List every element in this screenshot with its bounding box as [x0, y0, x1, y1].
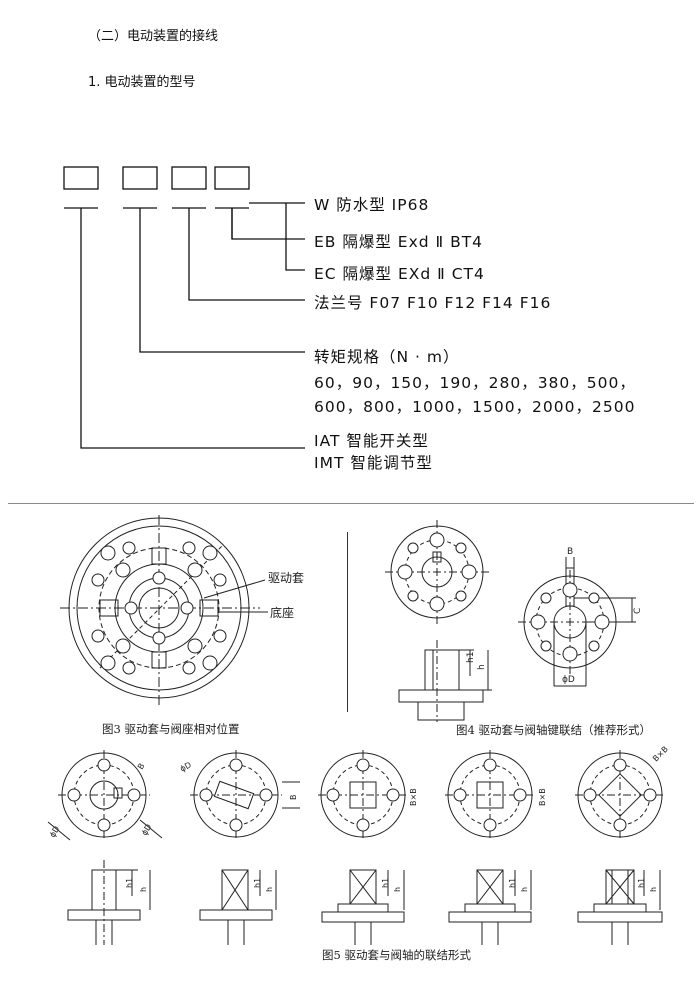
fig5-dim-phid-1: ϕD: [48, 825, 62, 839]
fig5-dim-h1-3: h1: [381, 878, 390, 888]
fig5-dim-bxb-3: B×B: [651, 745, 670, 764]
fig5-dim-b-1: B: [136, 762, 147, 771]
subsection-title: 1. 电动装置的型号: [88, 75, 196, 90]
fig4-dim-b: B: [567, 547, 573, 557]
fig5-dim-h1-2: h1: [253, 878, 262, 888]
option-imt: IMT 智能调节型: [314, 454, 433, 472]
fig3-callout-drive-sleeve: 驱动套: [268, 571, 304, 585]
option-flange: 法兰号 F07 F10 F12 F14 F16: [314, 294, 552, 312]
fig3-caption: 图3 驱动套与阀座相对位置: [102, 722, 240, 736]
fig4-dim-h1: h1: [466, 652, 476, 663]
fig5-dim-h-4: h: [520, 887, 529, 892]
code-box-2: [122, 166, 158, 190]
fig5-dim-b-2: B: [289, 795, 298, 801]
fig5-caption: 图5 驱动套与阀轴的联结形式: [322, 948, 471, 962]
fig5-dim-h1-4: h1: [508, 878, 517, 888]
option-ec: EC 隔爆型 EXd Ⅱ CT4: [314, 265, 485, 283]
fig5-drawing: B ϕD ϕD ϕD B B×B B×B B×B h1 h h1 h h1 h …: [47, 745, 670, 945]
fig4-dim-c: C: [633, 608, 643, 614]
fig5-dim-phid-3: ϕD: [179, 760, 193, 774]
code-box-1: [63, 166, 99, 190]
option-iat: IAT 智能开关型: [314, 432, 429, 450]
option-torque: 转矩规格（N · m）: [314, 348, 460, 366]
torque-values-line1: 60，90，150，190，280，380，500，: [314, 374, 636, 392]
fig5-dim-bxb-1: B×B: [409, 788, 418, 806]
torque-values-line2: 600，800，1000，1500，2000，2500: [314, 398, 636, 416]
fig5-dim-h-5: h: [649, 887, 658, 892]
section-divider: [8, 503, 694, 504]
section-title: （二）电动装置的接线: [88, 29, 219, 44]
fig3-drawing: 驱动套 底座: [60, 515, 304, 705]
fig5-dim-bxb-2: B×B: [538, 788, 547, 806]
code-box-4: [214, 166, 250, 190]
fig4-dim-phid: ϕD: [562, 675, 575, 685]
fig5-dim-phid-2: ϕD: [140, 823, 154, 837]
figure-divider: [347, 532, 348, 712]
code-box-3: [171, 166, 207, 190]
fig4-caption: 图4 驱动套与阀轴键联结（推荐形式）: [456, 723, 651, 737]
model-code-diagram: [63, 166, 305, 449]
fig5-dim-h1-1: h1: [125, 878, 134, 888]
fig5-dim-h-1: h: [139, 887, 148, 892]
fig4-dim-h: h: [477, 664, 487, 670]
fig5-dim-h1-5: h1: [637, 878, 646, 888]
option-waterproof: W 防水型 IP68: [314, 196, 430, 214]
fig5-dim-h-3: h: [393, 887, 402, 892]
option-eb: EB 隔爆型 Exd Ⅱ BT4: [314, 233, 484, 251]
fig5-dim-h-2: h: [265, 887, 274, 892]
fig4-drawing: h1 h B C ϕD: [385, 520, 643, 722]
fig3-callout-base: 底座: [270, 605, 294, 620]
